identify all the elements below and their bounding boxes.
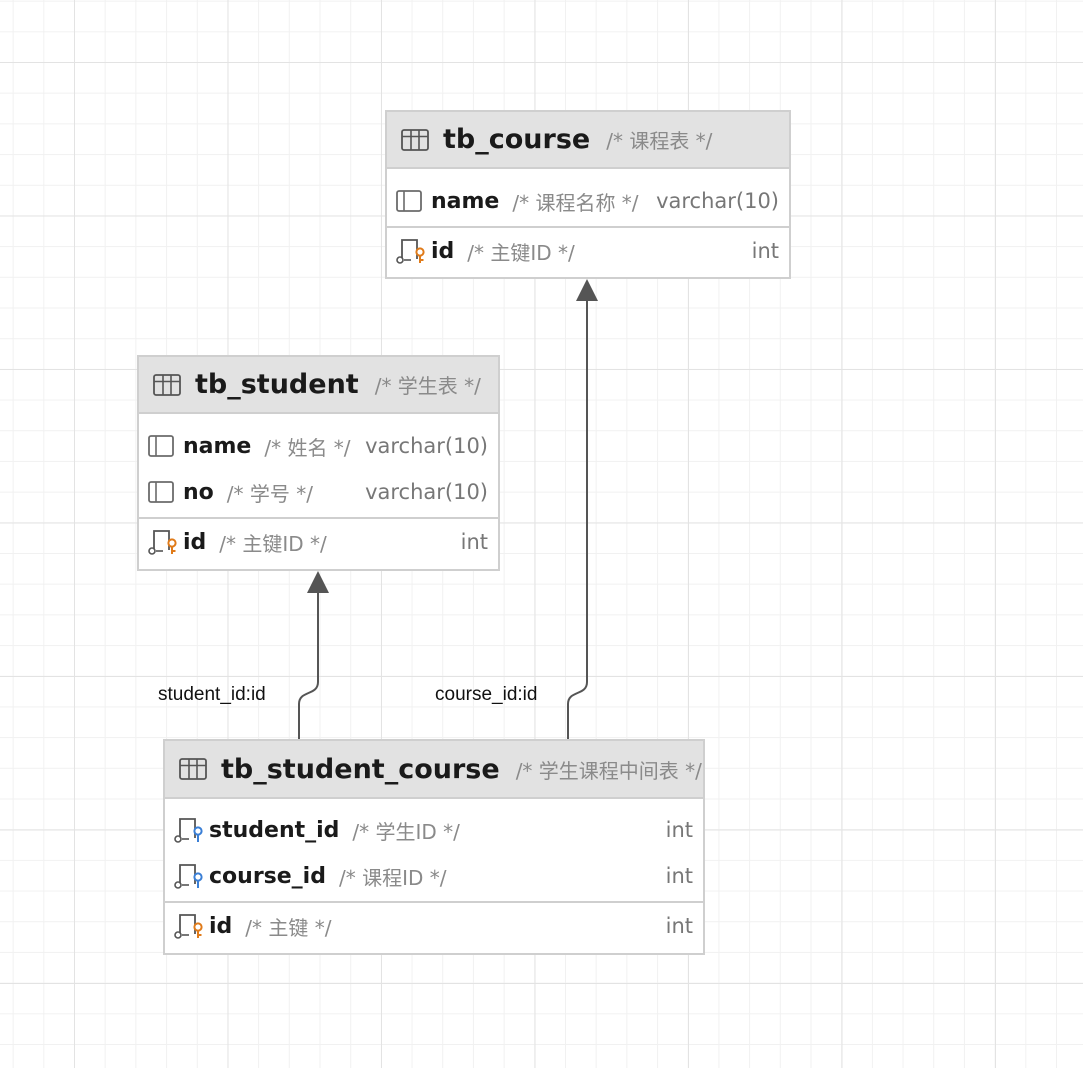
column-name: no [183,479,214,505]
key-name: id [209,913,233,939]
entity-header[interactable]: tb_student_course /* 学生课程中间表 */ [165,741,703,799]
key-row[interactable]: id /* 主键ID */ int [387,228,789,274]
column-name: name [183,433,252,459]
entity-tb-student[interactable]: tb_student /* 学生表 */ name /* 姓名 */ varch… [137,355,500,571]
key-comment: /* 主键 */ [245,915,332,940]
table-icon [179,758,207,780]
column-icon [396,190,422,212]
primary-key-icon [148,530,177,555]
column-name: name [431,188,500,214]
key-name: id [183,529,207,555]
foreign-key-icon [174,818,203,843]
entity-name: tb_course [443,124,591,155]
key-comment: /* 主键ID */ [467,240,575,265]
entity-name: tb_student [195,369,359,400]
column-row[interactable]: course_id /* 课程ID */ int [165,853,703,899]
relation-line-course[interactable] [567,300,588,740]
column-type: varchar(10) [365,434,488,458]
relation-arrow-course [576,279,598,301]
key-row[interactable]: id /* 主键 */ int [165,903,703,949]
primary-key-icon [396,239,425,264]
column-row[interactable]: name /* 姓名 */ varchar(10) [139,423,498,469]
key-type: int [665,914,693,938]
key-type: int [460,530,488,554]
columns-section: name /* 课程名称 */ varchar(10) [387,169,789,226]
primary-key-icon [174,914,203,939]
relation-arrow-student [307,571,329,593]
entity-tb-course[interactable]: tb_course /* 课程表 */ name /* 课程名称 */ varc… [385,110,791,279]
column-type: int [665,864,693,888]
column-type: varchar(10) [656,189,779,213]
column-comment: /* 姓名 */ [264,435,351,460]
key-name: id [431,238,455,264]
table-icon [401,128,429,151]
entity-comment: /* 课程表 */ [606,129,713,153]
entity-header[interactable]: tb_course /* 课程表 */ [387,112,789,169]
entity-tb-student-course[interactable]: tb_student_course /* 学生课程中间表 */ student_… [163,739,705,955]
column-comment: /* 学生ID */ [352,819,460,844]
columns-section: name /* 姓名 */ varchar(10) no /* 学号 */ va… [139,414,498,517]
column-type: int [665,818,693,842]
column-row[interactable]: student_id /* 学生ID */ int [165,807,703,853]
keys-section: id /* 主键ID */ int [387,226,789,274]
entity-header[interactable]: tb_student /* 学生表 */ [139,357,498,414]
key-comment: /* 主键ID */ [219,531,327,556]
relation-label-course: course_id:id [435,684,538,705]
key-row[interactable]: id /* 主键ID */ int [139,519,498,565]
column-name: student_id [209,817,340,843]
column-type: varchar(10) [365,480,488,504]
entity-comment: /* 学生表 */ [374,374,481,398]
column-icon [148,481,174,503]
column-row[interactable]: name /* 课程名称 */ varchar(10) [387,178,789,224]
column-comment: /* 课程名称 */ [512,190,639,215]
key-type: int [751,239,779,263]
entity-comment: /* 学生课程中间表 */ [515,758,702,783]
foreign-key-icon [174,864,203,889]
keys-section: id /* 主键 */ int [165,901,703,949]
entity-name: tb_student_course [221,753,500,785]
column-row[interactable]: no /* 学号 */ varchar(10) [139,469,498,515]
relation-line-student[interactable] [298,592,319,740]
column-comment: /* 课程ID */ [338,865,447,890]
column-name: course_id [209,863,326,889]
keys-section: id /* 主键ID */ int [139,517,498,565]
column-comment: /* 学号 */ [226,481,313,506]
columns-section: student_id /* 学生ID */ int course_id /* 课… [165,799,703,901]
table-icon [153,373,181,396]
column-icon [148,435,174,457]
relation-label-student: student_id:id [158,684,266,705]
